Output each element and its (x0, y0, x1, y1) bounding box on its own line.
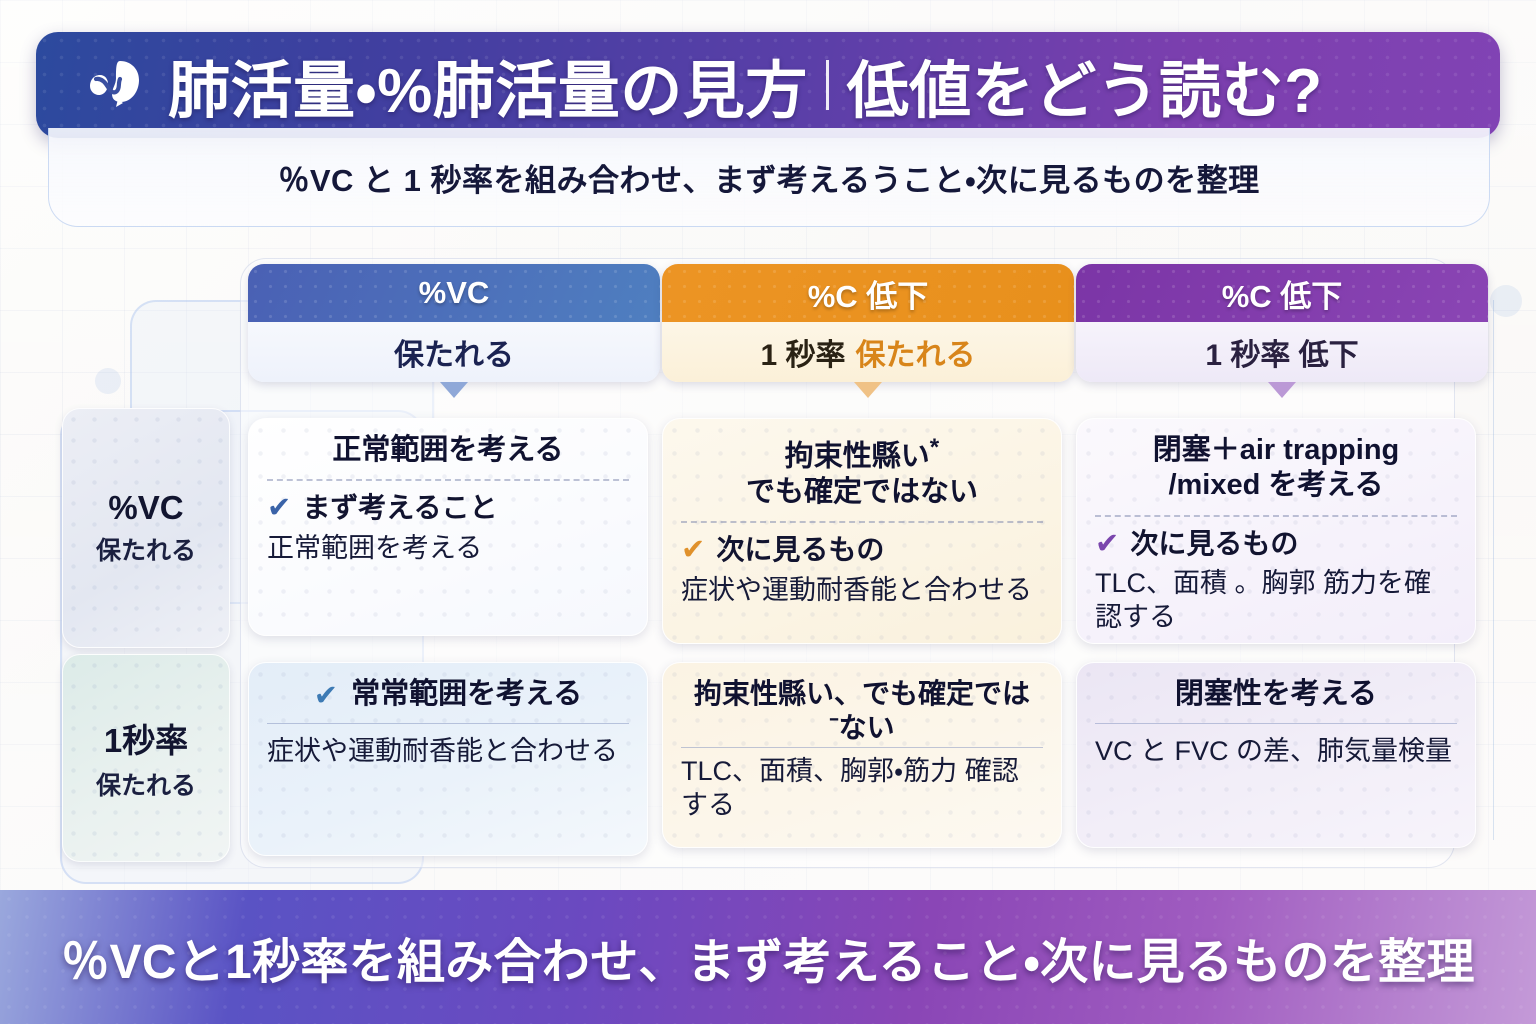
cell-title-line1: 拘束性縣い、でも確定では (693, 678, 1030, 709)
cell-title-line1: 拘束性縣い (784, 440, 930, 473)
cell-body-text: 正常範囲を考える (267, 532, 483, 563)
cell-title: 正常範囲を考える (332, 434, 564, 466)
check-icon: ✔ (313, 679, 339, 712)
column-header-top-label: %VC (248, 264, 660, 322)
cell-title: 拘束性縣い* でも確定ではない (681, 433, 1043, 510)
cell-divider (267, 723, 629, 725)
subtitle-text: ％VC と 1 秒率を組み合わせ、まず考えるうこと・次に見るものを整理 (278, 162, 1260, 198)
column-header-bottom-label: 1 秒率 保たれる (662, 322, 1074, 382)
subtitle-panel: ％VC と 1 秒率を組み合わせ、まず考えるうこと・次に見るものを整理 (48, 128, 1490, 227)
cell-title-footnote-mark: * (929, 434, 940, 461)
column-header-c-low-rate-preserved[interactable]: %C 低下 1 秒率 保たれる (662, 264, 1074, 382)
cell-body-text: 症状や運動耐香能と合わせる (267, 736, 618, 767)
row-label-vc-preserved[interactable]: %VC 保たれる (62, 408, 230, 648)
decor-dot-2 (1490, 285, 1522, 317)
connector-arrow-column-2 (854, 382, 882, 398)
cell-title: 拘束性縣い、でも確定では ˉない (681, 677, 1043, 745)
column-header-bottom-label: 1 秒率 低下 (1076, 322, 1488, 382)
connector-arrow-column-3 (1268, 382, 1296, 398)
page-title-main: 肺活量・%肺活量の見方 (168, 57, 808, 126)
cell-divider (1095, 723, 1457, 725)
column-header-bottom-accent: 保たれる (855, 339, 976, 372)
matrix-cell-r0c0[interactable]: 正常範囲を考える ✔ まず考えること 正常範囲を考える (248, 418, 648, 636)
cell-title-line2: /mixed を考える (1168, 469, 1384, 502)
cell-lede-text: 次に見るもの (716, 534, 885, 566)
cell-lede-row: ✔ 常常範囲を考える (267, 677, 629, 712)
column-header-bottom-main: 1 秒率 低下 (1205, 339, 1359, 372)
column-header-vc-preserved[interactable]: %VC 保たれる (248, 264, 660, 382)
footer-banner-text: ％VCと1秒率を組み合わせ、まず考えること・次に見るものを整理 (61, 936, 1475, 989)
check-icon: ✔ (681, 534, 706, 567)
cell-lede-text: 次に見るもの (1130, 527, 1299, 559)
title-separator (825, 60, 829, 110)
cell-lede-row: ✔ 次に見るもの (681, 533, 1043, 567)
row-label-main: 1秒率 (103, 722, 189, 759)
cell-body-text: TLC、面積 。胸郭 筋力を確認する (1095, 568, 1432, 633)
cell-title-line1: 閉塞＋air trapping (1152, 434, 1400, 466)
column-header-bottom-label: 保たれる (248, 322, 660, 382)
column-header-c-low-rate-low[interactable]: %C 低下 1 秒率 低下 (1076, 264, 1488, 382)
decor-vertical-line (1493, 300, 1494, 840)
matrix-cell-r0c1[interactable]: 拘束性縣い* でも確定ではない ✔ 次に見るもの 症状や運動耐香能と合わせる (662, 418, 1062, 644)
connector-arrow-column-1 (440, 382, 468, 398)
column-header-bottom-main: 1 秒率 (760, 339, 846, 372)
check-icon: ✔ (1095, 527, 1120, 560)
cell-title-line2: でも確定ではない (745, 476, 978, 509)
cell-lede-row: ✔ 次に見るもの (1095, 527, 1457, 561)
cell-body-text: TLC、面積、胸郭・筋力 確認する (681, 756, 1019, 821)
matrix-cell-r1c2[interactable]: 閉塞性を考える VC と FVC の差、肺気量検量 (1076, 662, 1476, 848)
matrix-cell-r1c1[interactable]: 拘束性縣い、でも確定では ˉない TLC、面積、胸郭・筋力 確認する (662, 662, 1062, 848)
page-title: 肺活量・%肺活量の見方 低値をどう読む? (168, 40, 1323, 130)
page-title-bar: 肺活量・%肺活量の見方 低値をどう読む? (36, 32, 1500, 138)
row-label-sub: 保たれる (95, 772, 196, 800)
cell-title: 常常範囲を考える (351, 678, 583, 710)
column-header-bottom-main: 保たれる (394, 339, 514, 372)
lung-icon (90, 61, 139, 107)
row-label-main: %VC (108, 489, 184, 526)
cell-body-text: 症状や運動耐香能と合わせる (681, 575, 1032, 605)
decor-dot-1 (95, 368, 121, 394)
matrix-cell-r1c0[interactable]: ✔ 常常範囲を考える 症状や運動耐香能と合わせる (248, 662, 648, 856)
column-header-top-label: %C 低下 (662, 264, 1074, 322)
cell-title: 閉塞性を考える (1174, 678, 1378, 710)
column-header-top-label: %C 低下 (1076, 264, 1488, 322)
cell-divider (681, 747, 1043, 749)
cell-title-line2: ˉない (829, 712, 895, 744)
comparison-matrix: %VC 保たれる %C 低下 1 秒率 保たれる %C 低下 1 秒率 低下 %… (62, 258, 1488, 868)
check-icon: ✔ (267, 492, 292, 525)
cell-title: 閉塞＋air trapping /mixed を考える (1095, 433, 1457, 504)
cell-lede-text: まず考えること (302, 492, 498, 524)
cell-divider (1095, 514, 1457, 517)
cell-divider (267, 479, 629, 482)
page-title-sub: 低値をどう読む? (846, 57, 1323, 126)
row-label-sub: 保たれる (95, 537, 196, 565)
footer-banner: ％VCと1秒率を組み合わせ、まず考えること・次に見るものを整理 (0, 890, 1536, 1024)
cell-lede-row: ✔ まず考えること (267, 491, 629, 525)
matrix-cell-r0c2[interactable]: 閉塞＋air trapping /mixed を考える ✔ 次に見るもの TLC… (1076, 418, 1476, 644)
cell-body-text: VC と FVC の差、肺気量検量 (1095, 736, 1453, 767)
row-label-rate-preserved[interactable]: 1秒率 保たれる (62, 654, 230, 862)
cell-divider (681, 521, 1043, 524)
